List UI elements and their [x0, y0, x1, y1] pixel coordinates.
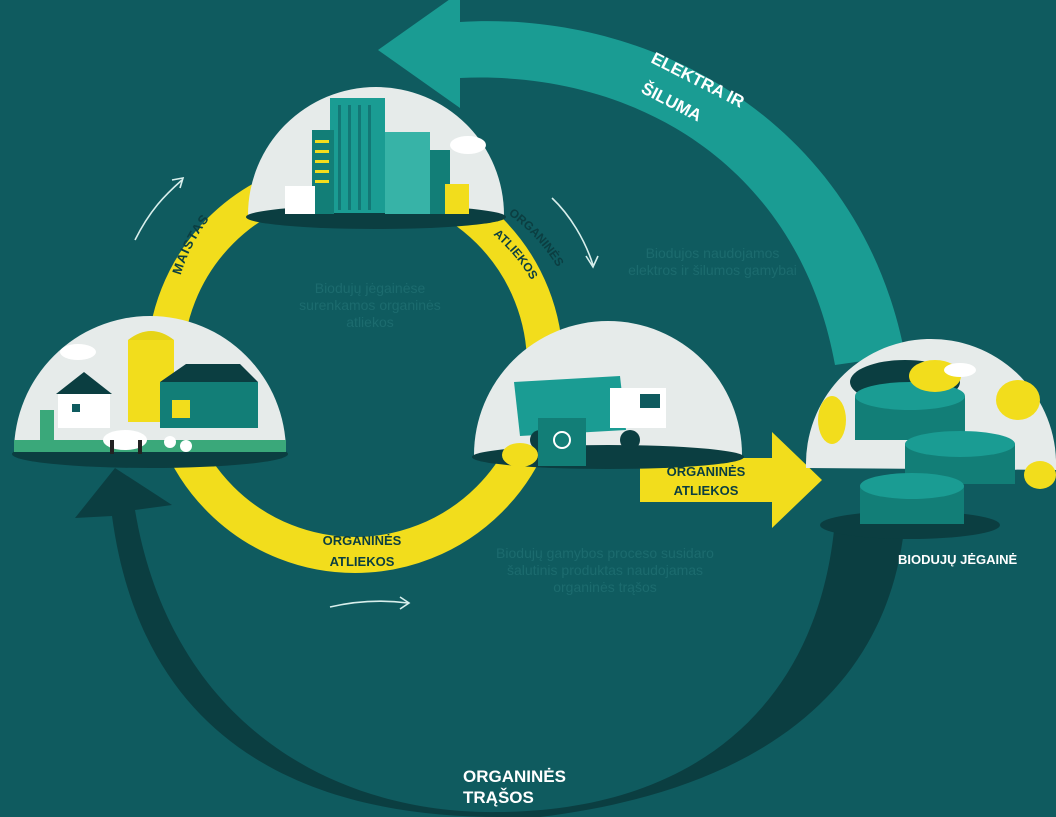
organic-waste-arrow-label-line2: ATLIEKOS	[674, 483, 739, 498]
garbage-truck-dome-icon	[472, 321, 744, 469]
farm-dome-icon	[12, 316, 288, 468]
biogas-plant-label: BIODUJŲ JĖGAINĖ	[898, 552, 1018, 567]
electricity-heat-arrow	[378, 0, 905, 365]
organic-waste-arrow	[640, 432, 822, 528]
biogas-plant-icon	[805, 338, 1056, 539]
organic-waste-bottom-label-line1: ORGANINĖS	[323, 533, 402, 548]
organic-fertilizer-label-line2: TRĄŠOS	[463, 788, 534, 807]
flow-arrow-icons	[134, 176, 599, 610]
right-note: Biodujos naudojamos elektros ir šilumos …	[628, 245, 797, 278]
organic-fertilizer-label: ORGANINĖS TRĄŠOS	[463, 766, 566, 808]
organic-fertilizer-arrow	[75, 468, 905, 817]
city-dome-icon	[246, 87, 506, 229]
organic-fertilizer-label-line1: ORGANINĖS	[463, 767, 566, 786]
center-note: Biodujų jėgainėse surenkamos organinės a…	[299, 280, 441, 330]
organic-waste-arrow-label-line1: ORGANINĖS	[667, 464, 746, 479]
bottom-note: Biodujų gamybos proceso susidaro šalutin…	[496, 545, 714, 595]
organic-waste-bottom-label-line2: ATLIEKOS	[330, 554, 395, 569]
